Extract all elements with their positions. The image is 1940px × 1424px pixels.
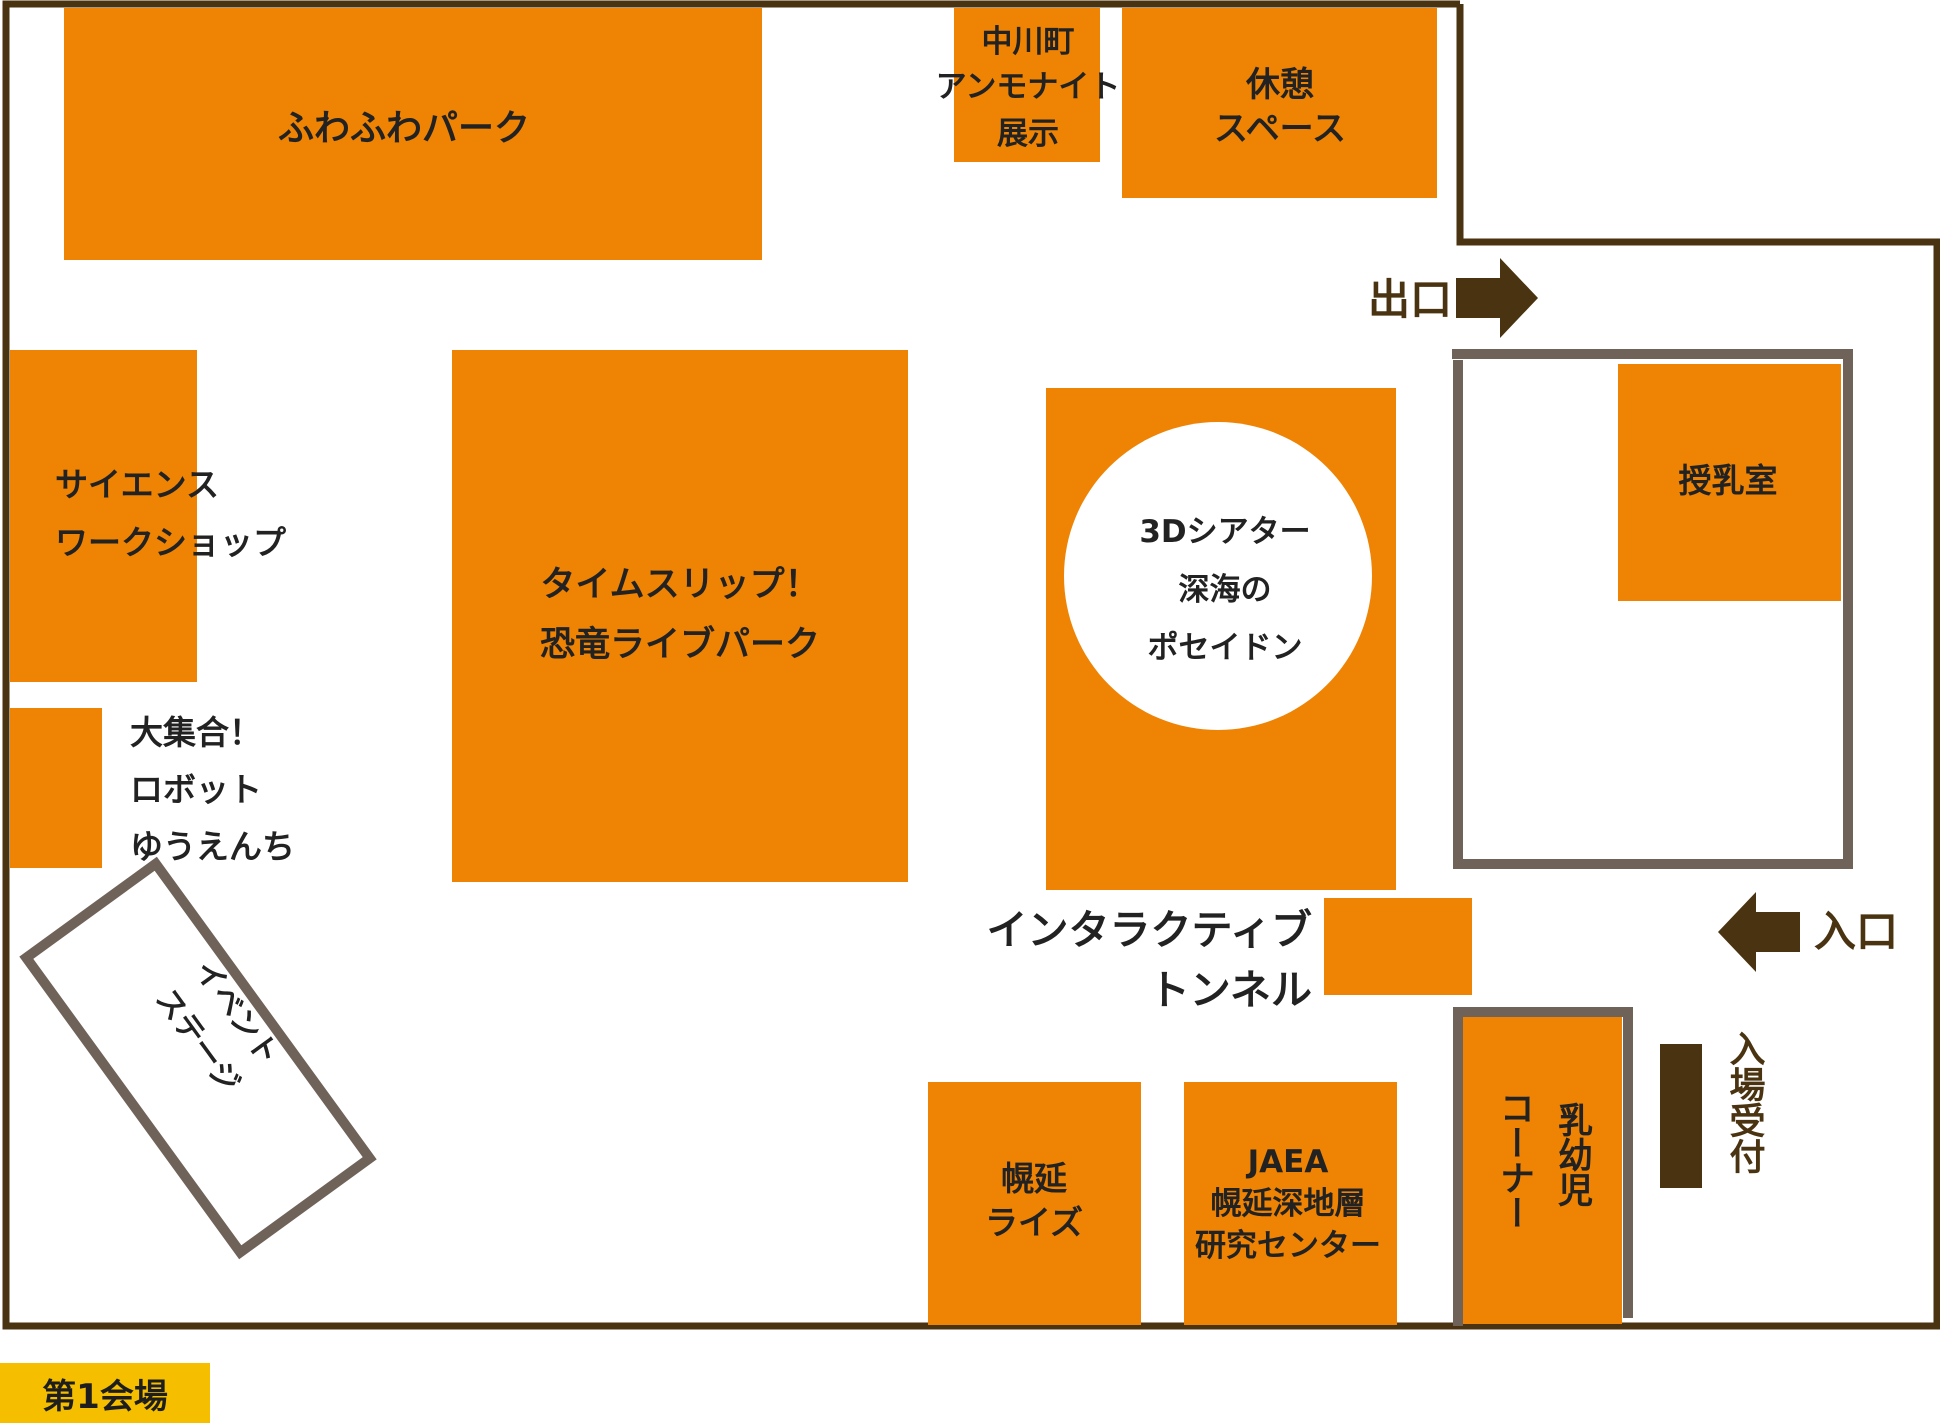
booth-label-timeslip-2: 恐竜ライブパーク: [540, 624, 820, 665]
booth-label-jaea-3: 研究センター: [1195, 1228, 1381, 1264]
booth-label-robot-3: ゆうえんち: [130, 827, 295, 866]
venue-outer-wall: [2, 0, 1940, 1330]
label-horonobe-rise: 幌延 ライズ: [985, 1159, 1083, 1242]
booth-label-science-1: サイエンス: [55, 465, 219, 504]
booth-rest-space[interactable]: [1122, 8, 1437, 198]
booth-label-horonobe-2: ライズ: [985, 1203, 1083, 1242]
booth-label-fuwafuwa: ふわふわパーク: [278, 108, 530, 149]
booth-interactive-tunnel[interactable]: [1324, 898, 1472, 995]
entrance-arrow-icon: [1718, 892, 1800, 972]
booth-label-science-2: ワークショップ: [55, 523, 287, 562]
booth-label-theater-2: 深海の: [1179, 572, 1272, 608]
exit-arrow-icon: [1456, 258, 1538, 338]
label-fuwafuwa: ふわふわパーク: [278, 108, 530, 149]
booth-label-tunnel-1: インタラクティブ: [986, 906, 1312, 954]
stage-outline: [19, 856, 377, 1260]
booth-label-infant-2: コーナー: [1494, 1090, 1534, 1230]
booth-label-tunnel-2: トンネル: [1149, 966, 1312, 1014]
booth-label-ammonite-3: 展示: [997, 116, 1059, 152]
booth-horonobe-rise[interactable]: [928, 1082, 1141, 1325]
reception-label: 入場受付: [1724, 1030, 1766, 1174]
label-rest: 休憩 スペース: [1214, 65, 1346, 149]
label-jaea: JAEA 幌延深地層 研究センター: [1195, 1144, 1381, 1264]
booth-robot-park[interactable]: [10, 708, 102, 868]
booth-label-horonobe-1: 幌延: [1001, 1159, 1068, 1198]
booth-nursing-room[interactable]: [1618, 364, 1841, 601]
entrance-label: 入口: [1814, 907, 1898, 956]
booth-fuwafuwa-park[interactable]: [64, 8, 762, 260]
booth-label-theater-1: 3Dシアター: [1139, 514, 1310, 550]
booth-label-theater-3: ポセイドン: [1148, 630, 1303, 666]
label-ammonite: 中川町 アンモナイト 展示: [936, 24, 1121, 152]
label-nursing: 授乳室: [1679, 461, 1778, 500]
exit-label: 出口: [1368, 275, 1452, 324]
label-robot: 大集合！ ロボット ゆうえんち: [130, 713, 295, 866]
booth-label-rest-2: スペース: [1214, 109, 1346, 149]
booth-science-workshop[interactable]: [10, 350, 197, 682]
label-tunnel: インタラクティブ トンネル: [986, 906, 1312, 1014]
booth-label-ammonite-2: アンモナイト: [936, 69, 1121, 105]
booth-timeslip-dino-park[interactable]: [452, 350, 908, 882]
booth-ammonite-exhibit[interactable]: [954, 8, 1100, 162]
booth-label-infant-1: 乳幼児: [1552, 1102, 1593, 1207]
label-theater: 3Dシアター 深海の ポセイドン: [1139, 514, 1310, 666]
label-science: サイエンス ワークショップ: [55, 465, 287, 562]
booth-label-jaea-1: JAEA: [1246, 1144, 1329, 1180]
booth-label-timeslip-1: タイムスリップ！: [540, 565, 819, 605]
booth-infant-corner[interactable]: [1462, 1016, 1622, 1324]
label-exit-entrance: 出口 入口: [1368, 275, 1898, 956]
infant-corner-wall: [1453, 1007, 1633, 1326]
booth-label-robot-1: 大集合！: [130, 713, 262, 752]
booth-label-robot-2: ロボット: [130, 770, 262, 809]
stage-area[interactable]: ステージ イベント: [19, 856, 377, 1260]
reception-desk[interactable]: [1660, 1044, 1702, 1188]
booth-label-ammonite-1: 中川町: [982, 24, 1075, 60]
label-timeslip: タイムスリップ！ 恐竜ライブパーク: [540, 565, 820, 665]
booth-label-nursing: 授乳室: [1679, 461, 1778, 500]
theater-screen: [1064, 422, 1372, 730]
booth-jaea-center[interactable]: [1184, 1082, 1397, 1325]
label-infant: 乳幼児 コーナー: [1494, 1090, 1593, 1230]
booth-label-rest-1: 休憩: [1245, 65, 1314, 105]
label-reception: 入場受付: [1724, 1030, 1766, 1174]
venue-label: 第1会場: [0, 1363, 210, 1423]
booth-label-jaea-2: 幌延深地層: [1211, 1186, 1366, 1222]
